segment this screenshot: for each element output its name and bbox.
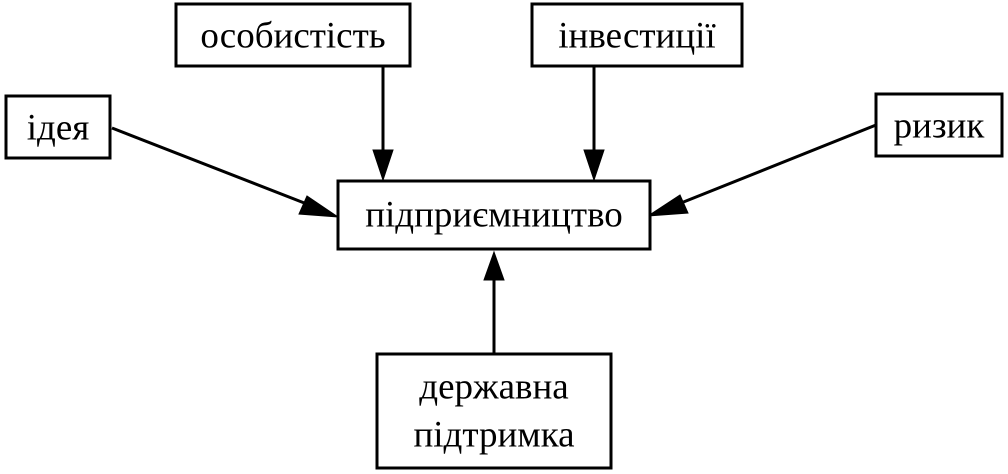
arrowhead-state-support (483, 250, 505, 281)
box-personality: особистість (174, 2, 412, 68)
arrowhead-personality (372, 149, 394, 182)
label-risk: ризик (894, 106, 986, 147)
label-state-support-line2: підтримка (413, 415, 574, 456)
arrowhead-investments (583, 149, 605, 182)
label-center: підприємництво (365, 195, 623, 236)
arrows (111, 66, 877, 354)
box-investments: інвестиції (530, 2, 744, 68)
label-personality: особистість (200, 16, 385, 57)
label-investments: інвестиції (558, 16, 716, 57)
box-state-support: державна підтримка (375, 352, 613, 470)
arrowhead-risk (646, 194, 689, 217)
arrow-risk-to-center (675, 123, 877, 207)
label-state-support-line1: державна (419, 367, 568, 408)
arrowhead-idea (298, 195, 340, 218)
box-risk: ризик (874, 92, 1004, 158)
arrow-idea-to-center (111, 126, 313, 208)
box-idea: ідея (4, 94, 112, 160)
label-idea: ідея (27, 108, 90, 149)
box-center: підприємництво (336, 179, 652, 251)
